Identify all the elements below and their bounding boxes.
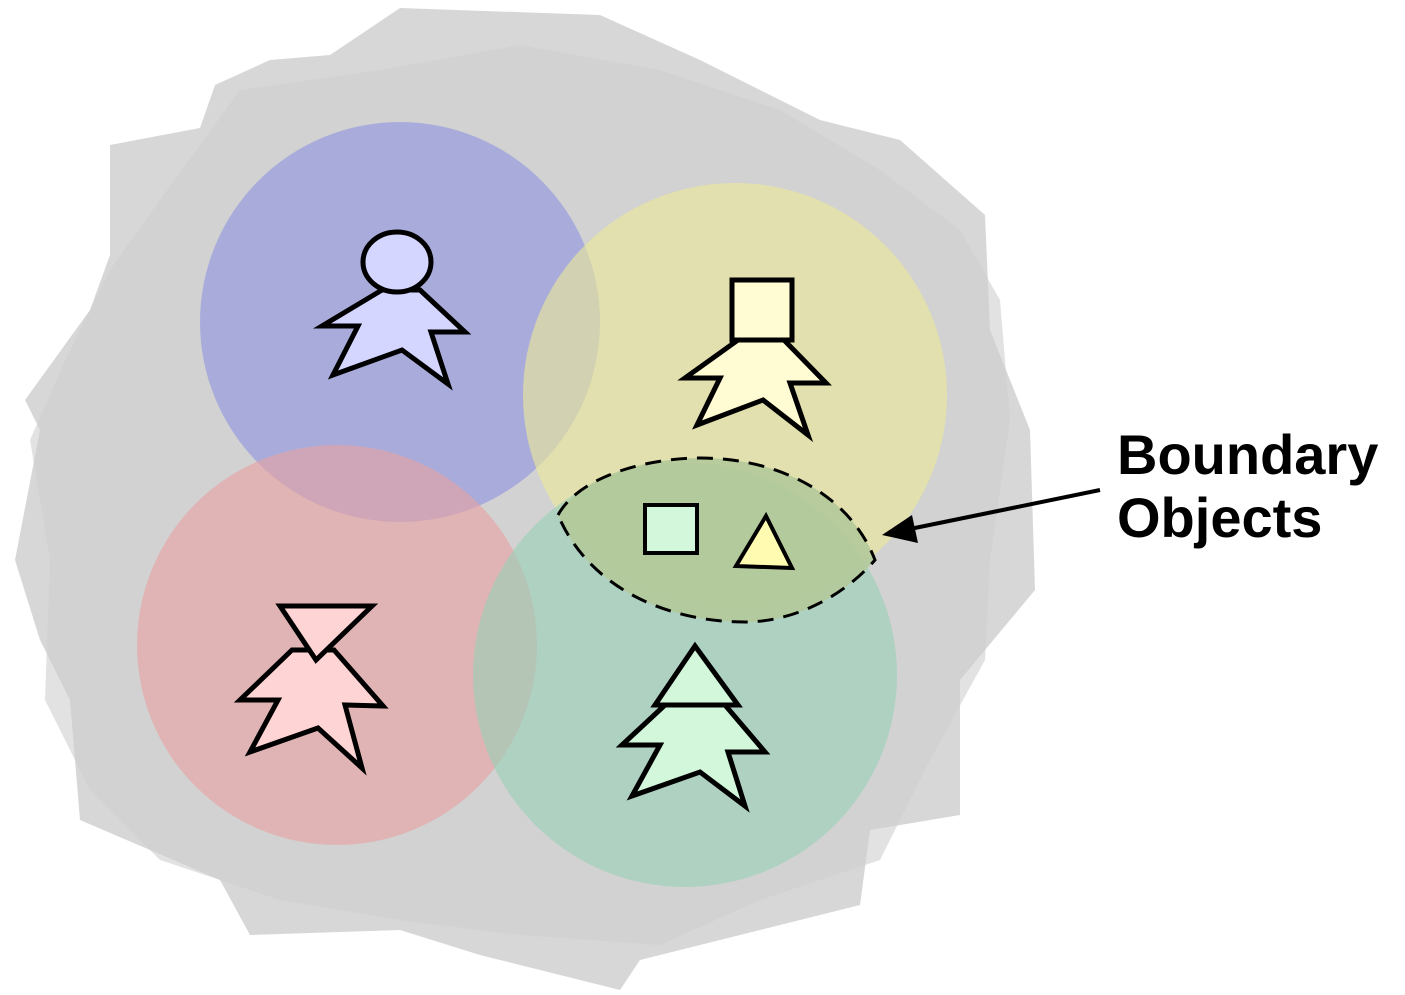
annotation-label-line1: Boundary: [1117, 423, 1378, 486]
yellow-person-body: [677, 337, 832, 443]
boundary-object-square: [643, 503, 699, 555]
yellow-person-head: [729, 277, 795, 343]
annotation-label-line2: Objects: [1117, 486, 1322, 549]
green-person-body: [615, 702, 771, 813]
blue-person-head: [360, 229, 434, 295]
green-person-figure: [615, 641, 771, 813]
blue-person-figure: [312, 229, 472, 391]
red-community-circle: [137, 445, 537, 845]
boundary-region: [556, 456, 877, 624]
green-person-head: [650, 641, 743, 708]
red-person-head: [275, 603, 379, 664]
boundary-object-triangle: [732, 511, 796, 571]
yellow-person-figure: [677, 277, 832, 443]
arrow-head: [882, 515, 918, 543]
blue-person-body: [312, 287, 472, 391]
red-person-figure: [233, 603, 389, 776]
arrow-shaft: [904, 488, 1101, 532]
annotation-arrow: [882, 488, 1101, 543]
red-person-body: [233, 647, 389, 776]
